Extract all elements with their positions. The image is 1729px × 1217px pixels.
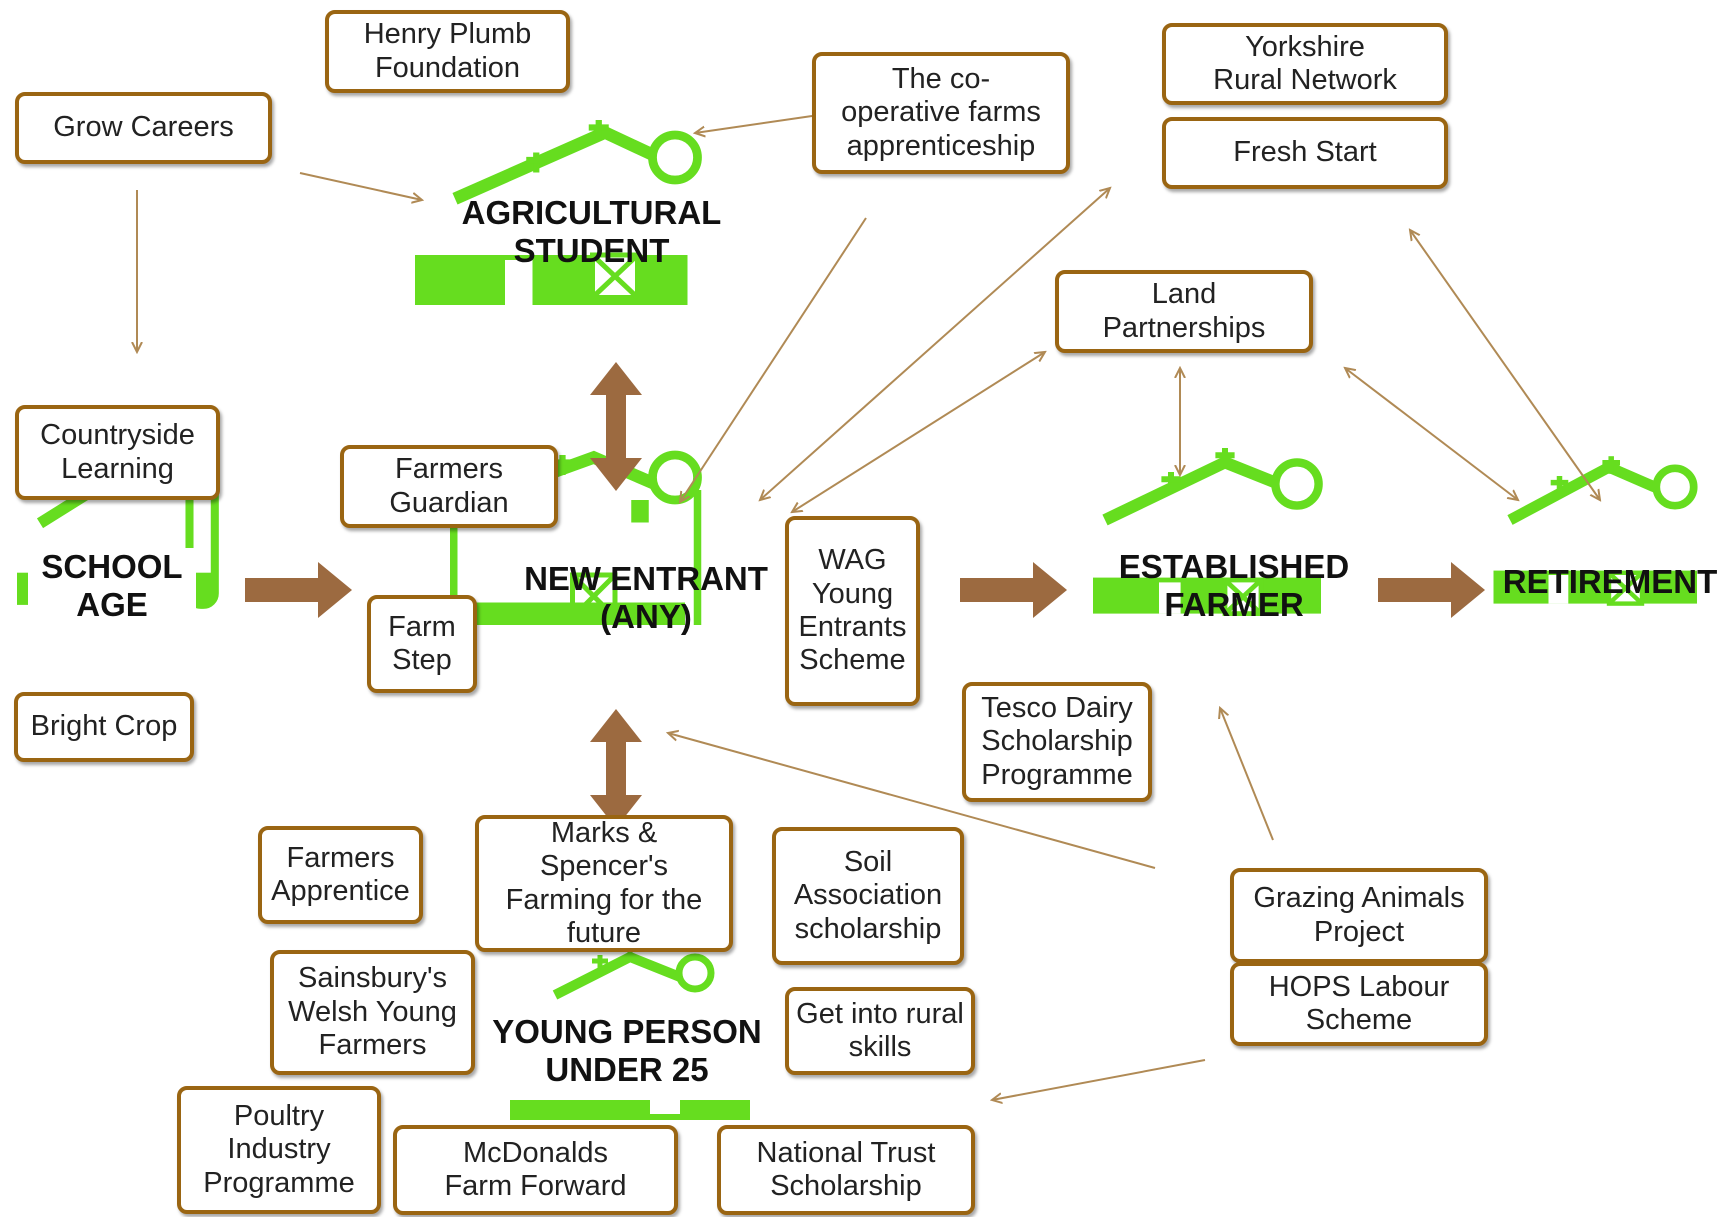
box-land-partnerships: Land Partnerships [1055, 270, 1313, 353]
box-henry-plumb-foundation: Henry Plumb Foundation [325, 10, 570, 93]
thick-arrow-new-entrant-to-established [960, 562, 1067, 618]
box-soil-association: Soil Association scholarship [772, 827, 964, 965]
box-hops-labour: HOPS Labour Scheme [1230, 962, 1488, 1046]
box-farm-step: Farm Step [367, 595, 477, 693]
thin-arrow-new-entrant-land [792, 352, 1045, 512]
thin-arrow-grazing-to-new-entrant [668, 733, 1156, 869]
thin-arrow-grazing-to-established [1220, 708, 1274, 841]
box-tesco-dairy: Tesco Dairy Scholarship Programme [962, 682, 1152, 802]
box-marks-spencer: Marks & Spencer's Farming for the future [475, 815, 733, 952]
stage-young-person: YOUNG PERSON UNDER 25 [492, 1013, 762, 1088]
box-national-trust: National Trust Scholarship [717, 1125, 975, 1215]
box-countryside-learning: Countryside Learning [15, 405, 220, 500]
thin-arrow-fresh-start-retirement [1410, 230, 1600, 500]
stage-new-entrant: NEW ENTRANT (ANY) [524, 560, 768, 635]
box-mcdonalds: McDonalds Farm Forward [393, 1125, 678, 1215]
thick-arrow-student-new-entrant [590, 362, 642, 491]
box-yorkshire-rural-network: Yorkshire Rural Network [1162, 23, 1448, 105]
box-grow-careers: Grow Careers [15, 92, 272, 164]
box-get-into-rural-skills: Get into rural skills [785, 987, 975, 1075]
thin-arrow-coop-to-student [695, 115, 813, 133]
box-poultry-industry: Poultry Industry Programme [177, 1086, 381, 1214]
thick-arrow-new-entrant-young-person [590, 709, 642, 828]
barn-icon-retirement [1493, 456, 1698, 606]
thick-arrow-established-to-retirement [1378, 562, 1485, 618]
barn-icon-agricultural-student [415, 120, 702, 305]
box-sainsburys: Sainsbury's Welsh Young Farmers [270, 950, 475, 1075]
box-grazing-animals: Grazing Animals Project [1230, 868, 1488, 963]
box-coop-farms-apprenticeship: The co- operative farms apprenticeship [812, 52, 1070, 174]
thin-arrow-grow-careers-to-student [299, 172, 422, 200]
box-fresh-start: Fresh Start [1162, 117, 1448, 189]
barn-icon-new-entrant [450, 450, 702, 625]
barn-icon-young-person [510, 943, 750, 1120]
thin-arrow-land-retirement [1345, 368, 1518, 500]
thick-arrow-school-to-new-entrant [245, 562, 352, 618]
barn-icon-established-farmer [1093, 447, 1323, 617]
box-farmers-guardian: Farmers Guardian [340, 445, 558, 528]
stage-agricultural-student: AGRICULTURAL STUDENT [461, 194, 722, 269]
thin-arrow-hops-to-young [992, 1059, 1206, 1100]
stage-established-farmer: ESTABLISHED FARMER [1118, 548, 1350, 623]
box-wag-young-entrants: WAG Young Entrants Scheme [785, 516, 920, 706]
box-farmers-apprentice: Farmers Apprentice [258, 826, 423, 924]
stage-retirement: RETIREMENT [1502, 563, 1718, 600]
box-bright-crop: Bright Crop [14, 692, 194, 762]
stage-school-age: SCHOOL AGE [28, 548, 196, 624]
